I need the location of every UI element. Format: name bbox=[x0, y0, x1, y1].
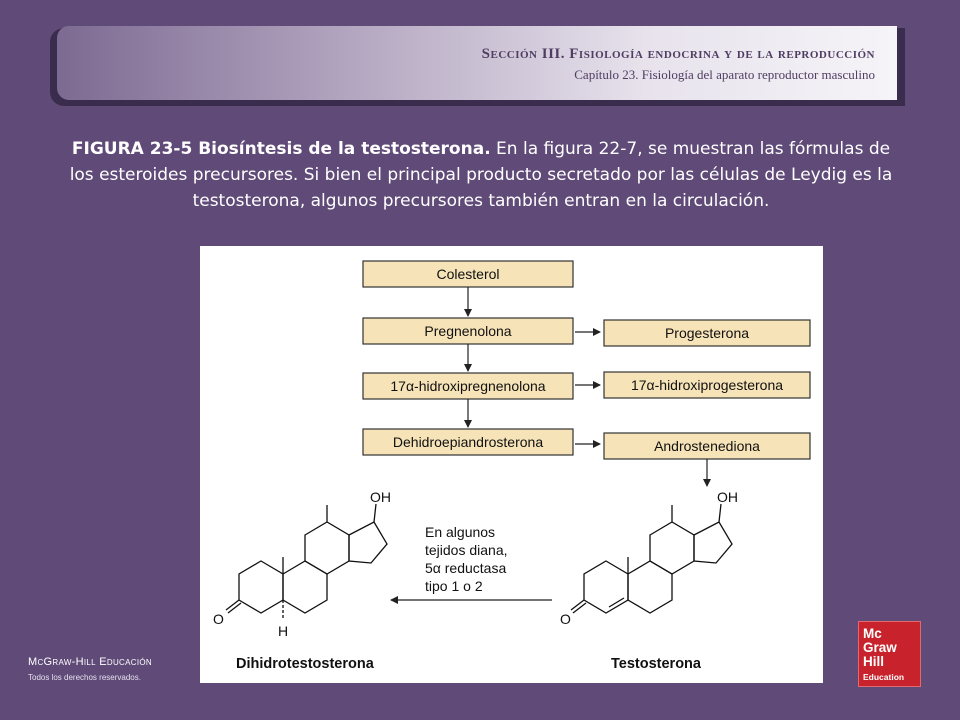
dht-oh-label: OH bbox=[370, 489, 391, 505]
chapter-title: Capítulo 23. Fisiología del aparato repr… bbox=[574, 67, 875, 82]
enzyme-note-line-2: tejidos diana, bbox=[425, 542, 508, 558]
rights-notice: Todos los derechos reservados. bbox=[28, 673, 141, 682]
logo-line-2: Graw bbox=[863, 640, 897, 655]
logo-line-4: Education bbox=[863, 672, 905, 682]
box-dhea-label: Dehidroepiandrosterona bbox=[393, 434, 543, 450]
dht-name: Dihidrotestosterona bbox=[236, 656, 375, 672]
dht-structure bbox=[225, 503, 388, 618]
box-progesterona: Progesterona bbox=[603, 319, 811, 347]
box-androstenediona: Androstenediona bbox=[603, 432, 811, 460]
logo-line-1: Mc bbox=[863, 626, 882, 641]
box-pregnenolona: Pregnenolona bbox=[362, 317, 574, 345]
biosynthesis-diagram: Colesterol Pregnenolona 17α-hidroxipregn… bbox=[213, 260, 811, 672]
box-colesterol-label: Colesterol bbox=[436, 266, 499, 282]
testosterone-structure bbox=[570, 503, 733, 614]
box-progesterona-label: Progesterona bbox=[665, 325, 749, 341]
box-colesterol: Colesterol bbox=[362, 260, 574, 288]
dht-h-label: H bbox=[278, 623, 288, 639]
box-dhea: Dehidroepiandrosterona bbox=[362, 428, 574, 456]
dht-o-label: O bbox=[213, 611, 224, 627]
publisher-name: McGraw-Hill Educación bbox=[28, 656, 152, 668]
caption-label: FIGURA 23-5 Biosíntesis de la testostero… bbox=[71, 139, 491, 159]
biosynthesis-figure: Colesterol Pregnenolona 17α-hidroxipregn… bbox=[200, 246, 823, 683]
box-hidroxipregnenolona: 17α-hidroxipregnenolona bbox=[362, 372, 574, 400]
box-pregnenolona-label: Pregnenolona bbox=[424, 323, 511, 339]
box-hidroxiprogesterona-label: 17α-hidroxiprogesterona bbox=[631, 377, 783, 393]
enzyme-note-line-3: 5α reductasa bbox=[425, 560, 506, 576]
enzyme-note-line-1: En algunos bbox=[425, 524, 495, 540]
figure-caption: FIGURA 23-5 Biosíntesis de la testostero… bbox=[60, 136, 902, 214]
testosterone-name: Testosterona bbox=[611, 656, 702, 672]
logo-line-3: Hill bbox=[863, 654, 885, 669]
section-title: Sección III. Fisiología endocrina y de l… bbox=[481, 46, 875, 62]
testosterone-o-label: O bbox=[560, 611, 571, 627]
box-hidroxipregnenolona-label: 17α-hidroxipregnenolona bbox=[390, 378, 545, 394]
box-hidroxiprogesterona: 17α-hidroxiprogesterona bbox=[603, 371, 811, 399]
header-banner: Sección III. Fisiología endocrina y de l… bbox=[57, 26, 897, 100]
mcgraw-hill-logo: Mc Graw Hill Education bbox=[858, 621, 921, 687]
testosterone-oh-label: OH bbox=[717, 489, 738, 505]
enzyme-note: En algunos tejidos diana, 5α reductasa t… bbox=[425, 524, 508, 594]
enzyme-note-line-4: tipo 1 o 2 bbox=[425, 578, 483, 594]
caption-text: En la figura 22-7, se muestran las fórmu… bbox=[69, 139, 893, 211]
box-androstenediona-label: Androstenediona bbox=[654, 438, 760, 454]
